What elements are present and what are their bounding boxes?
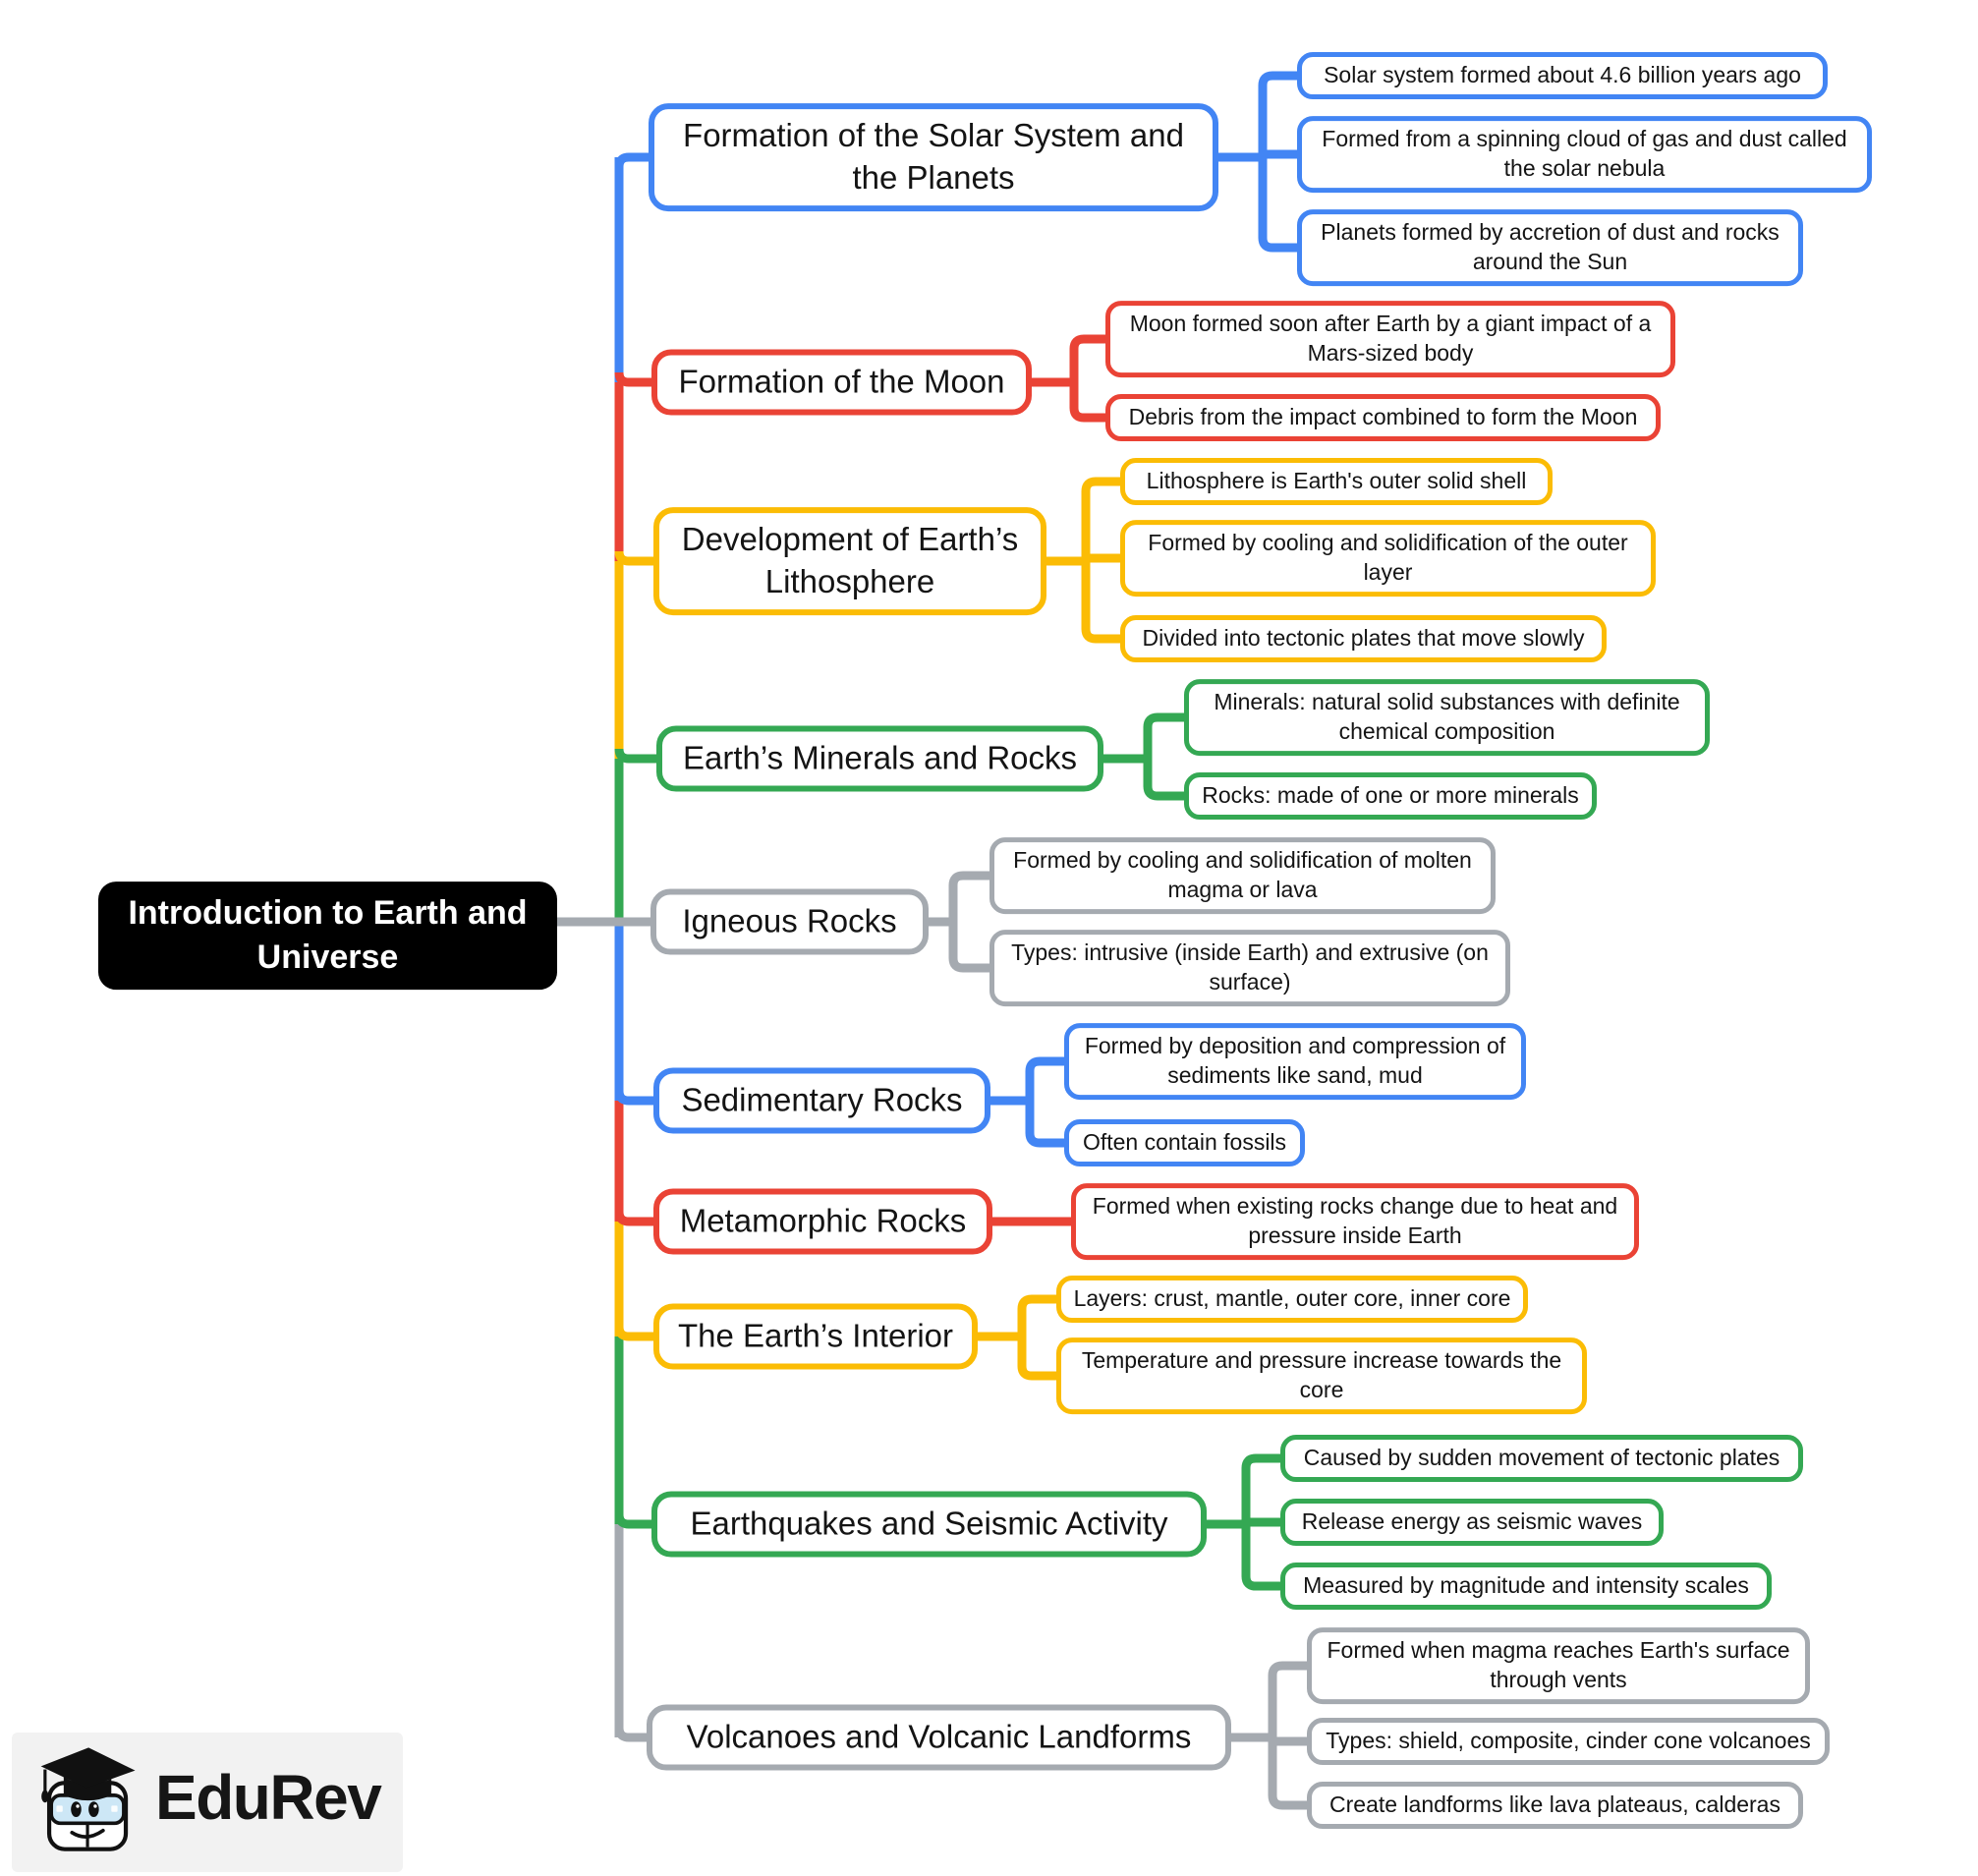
topic-minerals-and-rocks: Earth’s Minerals and Rocks [656, 725, 1103, 792]
connector-line [1025, 1056, 1064, 1148]
connector-line [614, 1326, 653, 1341]
graduation-cap-book-mascot-icon [40, 1747, 136, 1851]
detail-node: Release energy as seismic waves [1280, 1499, 1664, 1546]
connector-line [1268, 1661, 1307, 1810]
topic-igneous-rocks: Igneous Rocks [650, 888, 929, 955]
detail-node: Formed from a spinning cloud of gas and … [1297, 116, 1872, 193]
detail-node: Formed when existing rocks change due to… [1071, 1183, 1639, 1260]
connector-line [614, 1211, 653, 1226]
detail-node: Minerals: natural solid substances with … [1184, 679, 1710, 756]
detail-node: Formed by cooling and solidification of … [989, 837, 1496, 914]
edurev-logo: EduRev [33, 1739, 382, 1855]
detail-node: Types: shield, composite, cinder cone vo… [1307, 1718, 1830, 1765]
detail-node: Often contain fossils [1064, 1119, 1305, 1166]
edurev-brand-text: EduRev [155, 1762, 382, 1833]
connector-line [614, 748, 656, 764]
connector-line [1258, 71, 1297, 253]
connector-line [1143, 712, 1184, 801]
connector-line [614, 1090, 653, 1106]
connector-line [614, 1513, 651, 1529]
topic-earths-interior: The Earth’s Interior [653, 1303, 978, 1370]
detail-node: Planets formed by accretion of dust and … [1297, 209, 1803, 286]
connector-line [614, 371, 651, 387]
topic-sedimentary-rocks: Sedimentary Rocks [653, 1067, 990, 1134]
connector-line [1069, 334, 1105, 423]
topic-lithosphere-development: Development of Earth’s Lithosphere [653, 507, 1046, 615]
detail-node: Temperature and pressure increase toward… [1056, 1337, 1587, 1414]
detail-node: Formed when magma reaches Earth's surfac… [1307, 1627, 1810, 1704]
topic-solar-system-formation: Formation of the Solar System and the Pl… [649, 103, 1218, 211]
topic-metamorphic-rocks: Metamorphic Rocks [653, 1188, 992, 1255]
connector-line [948, 871, 989, 973]
detail-node: Divided into tectonic plates that move s… [1120, 615, 1607, 662]
detail-node: Debris from the impact combined to form … [1105, 394, 1661, 441]
connector-line [614, 152, 649, 168]
connector-line [614, 1727, 647, 1742]
detail-node: Measured by magnitude and intensity scal… [1280, 1563, 1772, 1610]
topic-earthquakes-seismic-activity: Earthquakes and Seismic Activity [651, 1491, 1207, 1558]
detail-node: Rocks: made of one or more minerals [1184, 772, 1597, 820]
detail-node: Create landforms like lava plateaus, cal… [1307, 1782, 1803, 1829]
topic-moon-formation: Formation of the Moon [651, 349, 1032, 416]
detail-node: Formed by cooling and solidification of … [1120, 520, 1656, 597]
detail-node: Lithosphere is Earth's outer solid shell [1120, 458, 1553, 505]
detail-node: Moon formed soon after Earth by a giant … [1105, 301, 1675, 377]
connector-line [1017, 1294, 1056, 1381]
detail-node: Types: intrusive (inside Earth) and extr… [989, 930, 1510, 1006]
detail-node: Solar system formed about 4.6 billion ye… [1297, 52, 1828, 99]
detail-node: Formed by deposition and compression of … [1064, 1023, 1526, 1100]
detail-node: Layers: crust, mantle, outer core, inner… [1056, 1276, 1528, 1323]
detail-node: Caused by sudden movement of tectonic pl… [1280, 1435, 1803, 1482]
central-topic-node: Introduction to Earth and Universe [98, 881, 557, 990]
topic-volcanoes-landforms: Volcanoes and Volcanic Landforms [647, 1704, 1231, 1771]
connector-line [614, 550, 653, 566]
